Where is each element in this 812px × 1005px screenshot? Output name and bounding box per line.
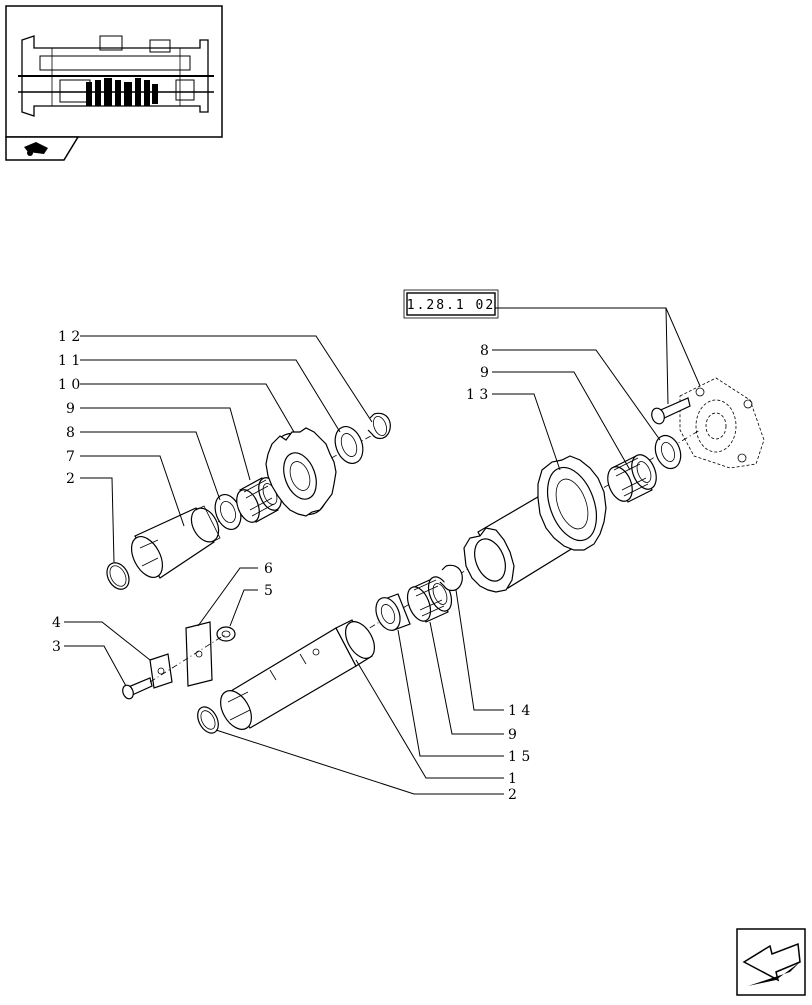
callout-6: 6: [264, 561, 273, 577]
callout-8-right: 8: [480, 343, 489, 359]
snap-ring-14: [439, 564, 463, 592]
callout-7: 7: [66, 449, 75, 465]
transmission-section-thumbnail: [18, 35, 214, 117]
o-ring-2-right: [197, 706, 219, 734]
lock-tab-4: [149, 653, 173, 689]
o-ring-2-left: [106, 562, 130, 590]
needle-bearing-9-left: [236, 477, 282, 523]
callout-8-left: 8: [66, 425, 75, 441]
next-page-arrow-icon[interactable]: [736, 928, 806, 996]
callout-12: 1 2: [58, 329, 80, 345]
snap-ring-12: [367, 412, 391, 440]
callout-13: 1 3: [466, 387, 488, 403]
bolt-3: [122, 677, 153, 700]
overview-thumbnail[interactable]: [5, 5, 223, 161]
callout-5: 5: [264, 583, 273, 599]
callout-4: 4: [52, 615, 61, 631]
callout-14: 1 4: [508, 703, 530, 719]
washer-5: [216, 626, 236, 642]
callout-2-right: 2: [508, 787, 517, 803]
gear-10: [265, 427, 337, 517]
shaft-1: [220, 619, 376, 730]
gear-cluster-13: [463, 455, 607, 593]
tractor-silhouette-icon: [24, 142, 48, 156]
callout-9-left: 9: [66, 401, 75, 417]
callout-9-right: 9: [480, 365, 489, 381]
needle-bearing-9-upper: [607, 454, 657, 503]
callout-15: 1 5: [508, 749, 530, 765]
washer-11: [334, 426, 364, 464]
reference-label: 1.28.1 02: [407, 298, 495, 313]
shaft-7: [130, 505, 221, 579]
callout-9-lower: 9: [508, 727, 517, 743]
leader-lines: [64, 335, 661, 795]
callout-2-left: 2: [66, 471, 75, 487]
needle-bearing-9-lower: [406, 576, 453, 623]
callout-3: 3: [52, 639, 61, 655]
reference-box[interactable]: 1.28.1 02: [403, 289, 499, 319]
washer-8-right: [654, 434, 682, 470]
bearing-cover-phantom: [679, 377, 765, 469]
spacer-15: [375, 593, 411, 631]
callout-1: 1: [508, 771, 517, 787]
callout-11: 1 1: [58, 353, 80, 369]
plate-6: [185, 621, 213, 687]
cover-bolt: [651, 397, 691, 425]
callout-10: 1 0: [58, 377, 80, 393]
